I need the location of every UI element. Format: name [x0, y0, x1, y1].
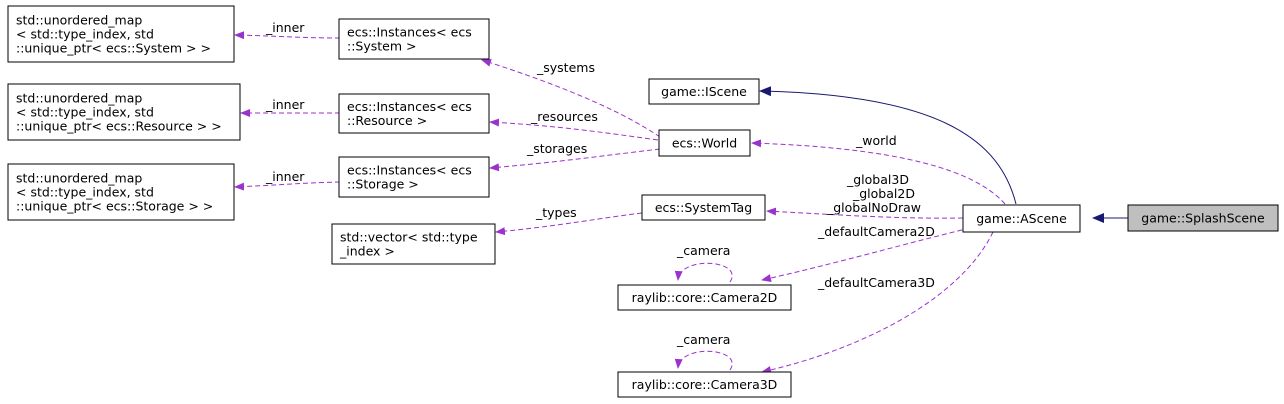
- node-map-system[interactable]: std::unordered_map< std::type_index, std…: [7, 5, 235, 63]
- node-world[interactable]: ecs::World: [658, 129, 751, 157]
- edge-camera2d-self: [674, 262, 733, 283]
- node-label-line: raylib::core::Camera2D: [632, 290, 778, 305]
- label-camera3d-self: _camera: [676, 332, 730, 347]
- node-label-line: < std::type_index, std: [16, 185, 154, 200]
- node-box: [7, 5, 235, 63]
- label-inner-system: _inner: [265, 20, 305, 35]
- edge-instances-storage-map: [234, 181, 341, 191]
- node-vector-type-index[interactable]: std::vector< std::type_index >: [331, 223, 496, 265]
- node-box: [338, 156, 490, 198]
- node-label-line: game::SplashScene: [1141, 211, 1265, 226]
- node-label-line: ecs::Instances< ecs: [347, 25, 472, 40]
- node-instances-system[interactable]: ecs::Instances< ecs::System >: [338, 18, 490, 60]
- node-instances-storage[interactable]: ecs::Instances< ecs::Storage >: [338, 156, 490, 198]
- node-splash-scene[interactable]: game::SplashScene: [1127, 204, 1279, 232]
- label-systems: _systems: [536, 60, 595, 75]
- node-label-line: ecs::Instances< ecs: [347, 163, 472, 178]
- nodes: game::SplashScene game::AScene game::ISc…: [7, 5, 1279, 398]
- node-box: [962, 204, 1081, 233]
- edge-world-instances-resource: [489, 118, 659, 141]
- node-label-line: ::unique_ptr< ecs::System > >: [16, 41, 211, 56]
- edge-ascene-systemtag: [766, 207, 964, 219]
- node-box: [617, 284, 792, 311]
- node-label-line: game::AScene: [976, 211, 1067, 226]
- node-label-line: _index >: [339, 244, 395, 259]
- node-box: [658, 129, 751, 157]
- node-box: [641, 194, 766, 221]
- node-label-line: ::System >: [347, 39, 416, 54]
- label-default-camera3d: _defaultCamera3D: [817, 275, 935, 290]
- node-label-line: raylib::core::Camera3D: [632, 377, 778, 392]
- node-label-line: std::unordered_map: [16, 91, 142, 106]
- node-label-line: ::unique_ptr< ecs::Resource > >: [16, 119, 222, 134]
- edge-ascene-world: [751, 139, 1006, 205]
- node-camera3d[interactable]: raylib::core::Camera3D: [617, 371, 792, 398]
- node-label-line: ecs::SystemTag: [655, 200, 752, 215]
- label-default-camera2d: _defaultCamera2D: [817, 224, 935, 239]
- node-label-line: std::unordered_map: [16, 13, 142, 28]
- label-camera2d-self: _camera: [676, 243, 730, 258]
- label-global2d: _global2D: [852, 186, 915, 201]
- node-label-line: < std::type_index, std: [16, 105, 154, 120]
- node-label-line: game::IScene: [661, 84, 747, 99]
- node-label-line: std::vector< std::type: [340, 230, 478, 245]
- label-global3d: _global3D: [846, 172, 909, 187]
- node-label-line: ::Resource >: [347, 113, 427, 128]
- label-storages: _storages: [526, 141, 587, 156]
- node-camera2d[interactable]: raylib::core::Camera2D: [617, 284, 792, 311]
- node-box: [7, 83, 241, 141]
- node-label-line: ecs::Instances< ecs: [347, 99, 472, 114]
- node-box: [338, 18, 490, 60]
- node-box: [648, 78, 760, 105]
- label-resources: _resources: [530, 109, 598, 124]
- edge-instances-system-map: [234, 31, 341, 40]
- edges: [234, 31, 1128, 374]
- node-instances-resource[interactable]: ecs::Instances< ecs::Resource >: [338, 93, 490, 134]
- node-box: [7, 163, 235, 221]
- node-label-line: ::Storage >: [347, 177, 419, 192]
- label-global-no-draw: _globalNoDraw: [826, 200, 921, 215]
- label-world: _world: [855, 133, 897, 148]
- node-system-tag[interactable]: ecs::SystemTag: [641, 194, 766, 221]
- edge-labels: _world _global3D _global2D _globalNoDraw…: [265, 20, 935, 347]
- edge-systemtag-vector: [495, 212, 643, 236]
- node-box: [617, 371, 792, 398]
- node-box: [331, 223, 496, 265]
- node-ascene[interactable]: game::AScene: [962, 204, 1081, 233]
- node-map-storage[interactable]: std::unordered_map< std::type_index, std…: [7, 163, 235, 221]
- node-label-line: < std::type_index, std: [16, 27, 154, 42]
- node-label-line: ecs::World: [672, 136, 737, 151]
- edge-world-instances-storage: [489, 148, 661, 172]
- edge-world-instances-system: [481, 58, 661, 138]
- node-box: [338, 93, 490, 134]
- label-types: _types: [535, 205, 577, 220]
- node-iscene[interactable]: game::IScene: [648, 78, 760, 105]
- label-inner-resource: _inner: [265, 97, 305, 112]
- node-box: [1127, 204, 1279, 232]
- node-map-resource[interactable]: std::unordered_map< std::type_index, std…: [7, 83, 241, 141]
- edge-camera3d-self: [674, 350, 733, 371]
- node-label-line: std::unordered_map: [16, 171, 142, 186]
- label-inner-storage: _inner: [265, 169, 305, 184]
- edge-ascene-camera3d: [761, 231, 994, 374]
- edge-ascene-to-iscene: [759, 86, 1017, 205]
- edge-ascene-camera2d: [761, 227, 971, 282]
- node-label-line: ::unique_ptr< ecs::Storage > >: [16, 199, 213, 214]
